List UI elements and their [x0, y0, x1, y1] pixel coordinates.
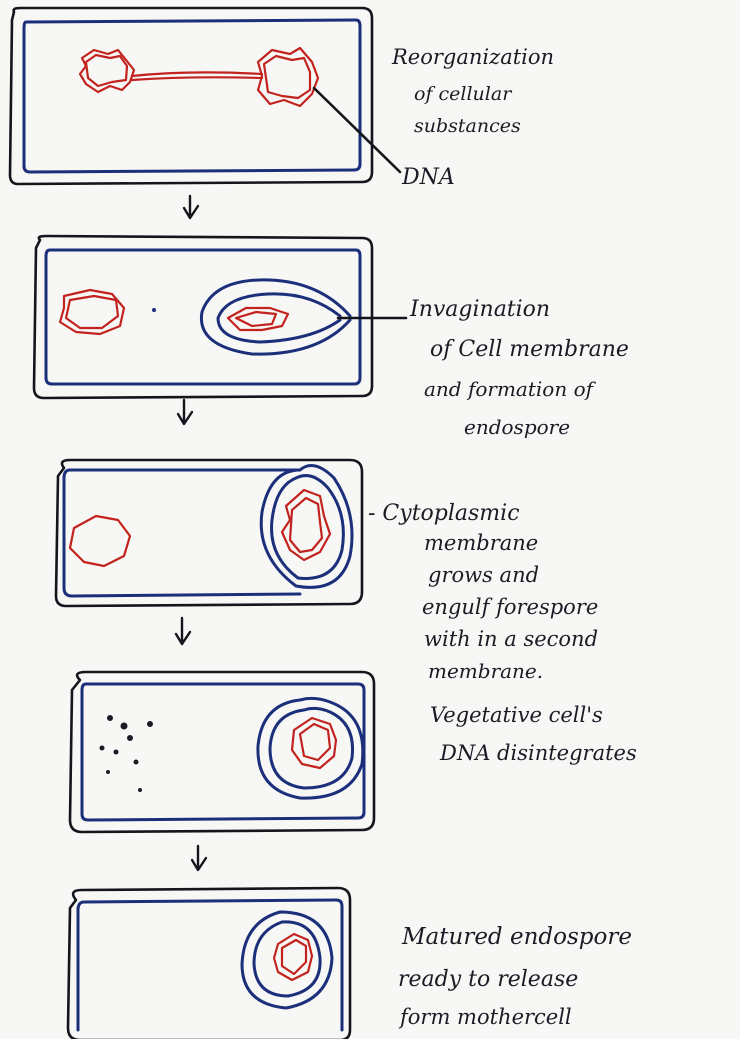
dna-forespore-3 — [282, 490, 330, 560]
stage-5-label-line-3: form mothercell — [398, 1005, 572, 1029]
forespore-outer — [261, 466, 352, 588]
stage-1-label-line-3: substances — [414, 115, 521, 137]
stage-2-label-line-1: Invagination — [409, 297, 550, 322]
stage-3-label-line-6: membrane. — [428, 659, 543, 683]
arrow-1 — [184, 196, 198, 218]
stage-2-label-line-3: and formation of — [424, 377, 597, 401]
dna-fragments — [100, 715, 154, 792]
stage-2-cell — [34, 236, 406, 398]
stage-1-label-line-1: Reorganization — [391, 45, 554, 69]
dna-vegetative-3 — [70, 516, 130, 566]
stage-1-label-line-2: of cellular — [414, 83, 513, 105]
endospore-coat-inner — [270, 708, 353, 788]
dna-strand — [132, 72, 262, 76]
stage-3-label-line-1: - Cytoplasmic — [368, 501, 520, 526]
stage-3-cell — [56, 460, 362, 606]
dna-pointer-line — [314, 88, 400, 172]
stage-3-label-line-3: grows and — [428, 563, 539, 587]
stage-4-cell — [70, 672, 374, 832]
stage-3-label-line-5: with in a second — [424, 627, 598, 651]
arrow-2 — [178, 400, 192, 424]
stage-2-label-line-2: of Cell membrane — [430, 337, 629, 362]
stage-2-label-line-4: endospore — [464, 415, 570, 439]
stage-3-label-line-2: membrane — [424, 531, 538, 555]
stage-5-cell — [68, 888, 350, 1039]
stage-3-label-line-7: Vegetative cell's — [430, 703, 603, 727]
stage-3-label-line-4: engulf forespore — [422, 595, 598, 619]
stage-3-label-line-8: DNA disintegrates — [439, 741, 637, 765]
stage-5-label-line-1: Matured endospore — [401, 924, 632, 950]
stage-1-cell — [10, 8, 400, 184]
endospore-coat-outer — [258, 698, 363, 798]
dna-pointer-label: DNA — [401, 165, 455, 190]
arrow-4 — [192, 846, 206, 870]
stage-5-label-line-2: ready to release — [398, 967, 578, 992]
arrow-3 — [176, 618, 190, 644]
